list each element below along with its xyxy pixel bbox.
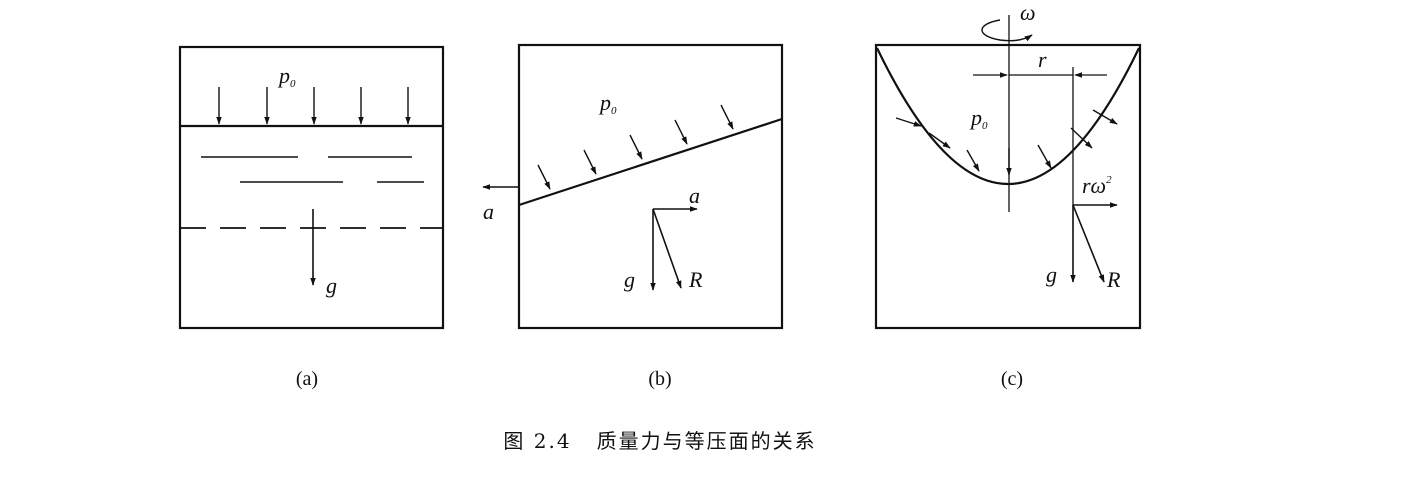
- container-c: [874, 43, 1142, 330]
- gravity-label-b: g: [624, 267, 635, 292]
- resultant-label-c: R: [1106, 267, 1121, 292]
- pressure-arrows-a: [216, 87, 411, 125]
- pressure-label-a: p0: [277, 63, 296, 90]
- pressure-arrow: [895, 117, 922, 127]
- container-acceleration-label-b: a: [483, 199, 494, 224]
- radius-label-c: r: [1038, 47, 1047, 72]
- panel-label-a: (a): [296, 368, 318, 390]
- gravity-label-c: g: [1046, 262, 1057, 287]
- container-a: [178, 45, 445, 330]
- pressure-label-b: p0: [598, 90, 617, 117]
- inertial-force-label-b: a: [689, 183, 700, 208]
- pressure-arrow: [674, 119, 688, 145]
- panel-label-b: (b): [648, 368, 671, 390]
- pressure-arrow: [928, 132, 951, 149]
- rotation-arrow-c: [981, 19, 1033, 42]
- figure-caption: 图 2.4 质量力与等压面的关系: [503, 429, 816, 453]
- omega-label-c: ω: [1020, 0, 1036, 25]
- inclined-free-surface-b: [518, 117, 783, 207]
- panel-c: ω r p0 rω2 g R: [874, 0, 1142, 330]
- panel-b: p0 a a g R: [482, 43, 784, 330]
- resultant-arrow-b: [652, 208, 682, 289]
- pressure-arrow: [1037, 144, 1052, 169]
- pressure-arrow: [966, 149, 980, 172]
- pressure-arrow: [583, 149, 597, 175]
- pressure-arrows-b: [537, 104, 734, 190]
- resultant-arrow-c: [1072, 204, 1105, 283]
- centrifugal-label-c: rω2: [1082, 173, 1112, 198]
- container-b: [517, 43, 784, 330]
- panel-a: p0 g: [178, 45, 445, 330]
- pressure-arrow: [629, 134, 643, 160]
- pressure-arrows-c: [895, 109, 1118, 172]
- pressure-label-c: p0: [969, 105, 988, 132]
- pressure-arrow: [1070, 127, 1093, 149]
- pressure-arrow: [537, 164, 551, 190]
- pressure-arrow: [1092, 109, 1118, 125]
- pressure-arrow: [720, 104, 734, 130]
- gravity-label-a: g: [326, 273, 337, 298]
- resultant-label-b: R: [688, 267, 703, 292]
- liquid-hatch-a: [201, 156, 424, 183]
- paraboloid-free-surface-c: [876, 47, 1140, 185]
- panel-label-c: (c): [1001, 368, 1023, 390]
